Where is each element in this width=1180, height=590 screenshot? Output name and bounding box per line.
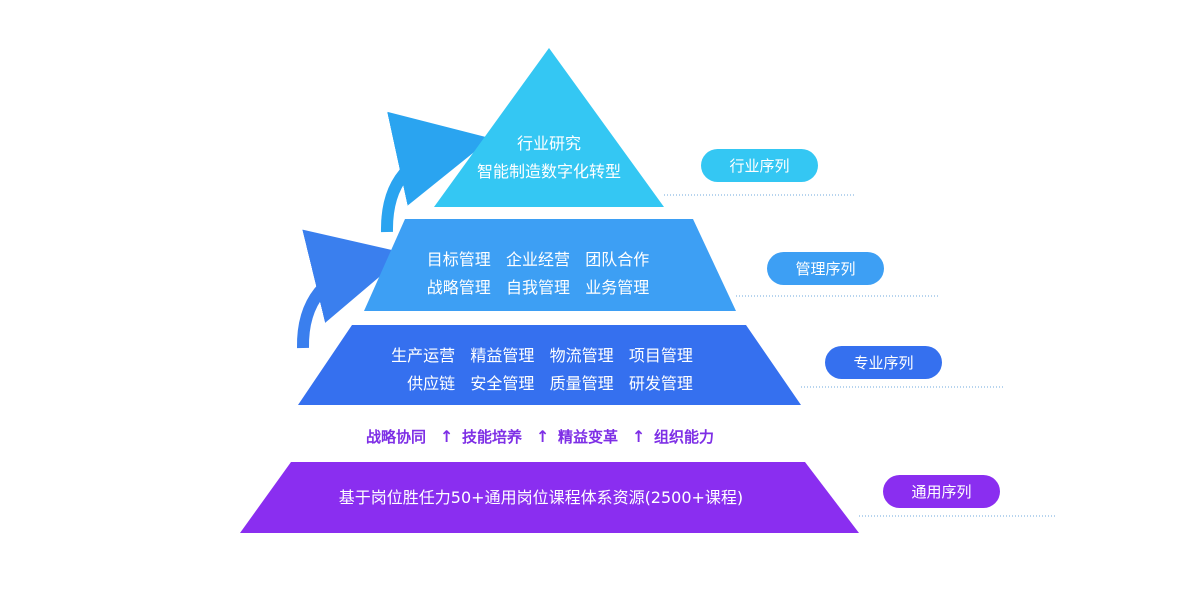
pyramid-layer-general — [240, 462, 859, 533]
pill-professional-label: 专业序列 — [853, 354, 913, 372]
professional-line-2: 供应链 安全管理 质量管理 研发管理 — [407, 374, 693, 393]
pyramid-layer-industry — [434, 48, 664, 207]
pill-general-label: 通用序列 — [911, 483, 971, 501]
industry-line-1: 行业研究 — [517, 134, 581, 153]
banner-up-arrow-icon: ↑ — [632, 427, 645, 446]
pill-management: 管理序列 — [767, 252, 884, 285]
pill-general: 通用序列 — [883, 475, 1000, 508]
professional-line-1: 生产运营 精益管理 物流管理 项目管理 — [391, 346, 693, 365]
capability-banner: 战略协同 ↑ 技能培养 ↑ 精益变革 ↑ 组织能力 — [366, 427, 714, 446]
pyramid-layer-management — [364, 219, 736, 311]
banner-item-2: 技能培养 — [462, 428, 523, 446]
banner-item-3: 精益变革 — [558, 428, 618, 446]
management-line-1: 目标管理 企业经营 团队合作 — [427, 250, 650, 269]
pill-industry-label: 行业序列 — [729, 157, 789, 175]
banner-item-4: 组织能力 — [654, 428, 714, 446]
pill-industry: 行业序列 — [701, 149, 818, 182]
banner-up-arrow-icon: ↑ — [536, 427, 549, 446]
management-line-2: 战略管理 自我管理 业务管理 — [427, 278, 650, 297]
banner-item-1: 战略协同 — [366, 428, 426, 446]
upward-arrow-top-icon — [380, 111, 492, 233]
pyramid-layer-professional — [298, 325, 801, 405]
general-line-1: 基于岗位胜任力50+通用岗位课程体系资源(2500+课程) — [339, 488, 743, 507]
pill-professional: 专业序列 — [825, 346, 942, 379]
upward-arrow-bottom-icon — [296, 229, 407, 349]
banner-up-arrow-icon: ↑ — [440, 427, 453, 446]
pill-management-label: 管理序列 — [795, 260, 855, 278]
industry-line-2: 智能制造数字化转型 — [477, 162, 621, 181]
